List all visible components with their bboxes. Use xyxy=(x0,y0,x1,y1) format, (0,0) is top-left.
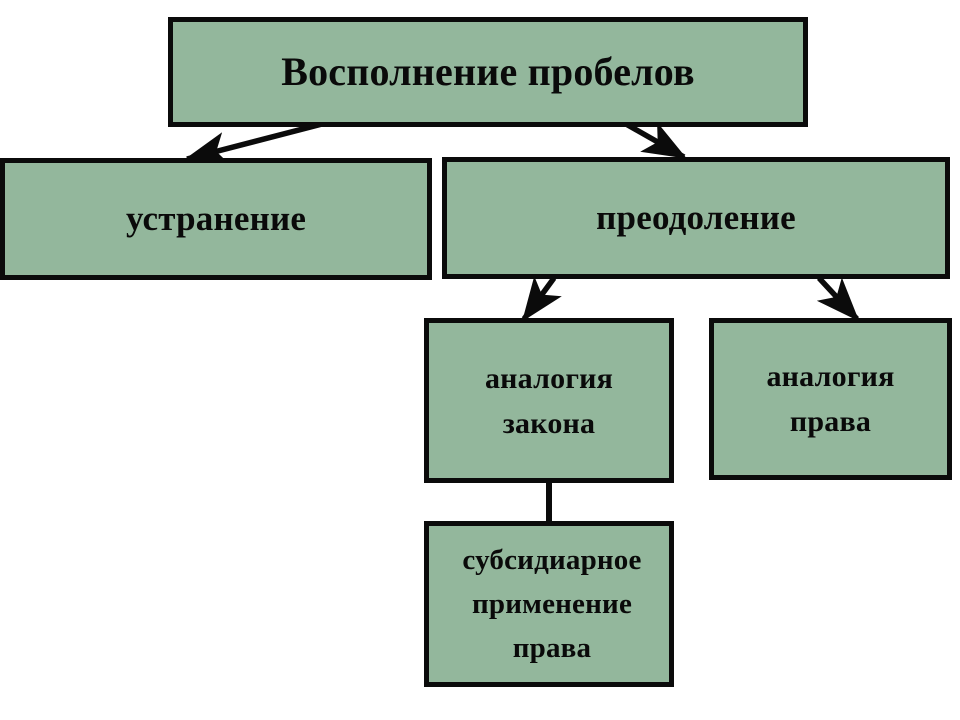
node-analogia-prava[interactable]: аналогия права xyxy=(709,318,952,480)
edge-root-to-ustranenie xyxy=(183,121,323,166)
edge-preodolenie-to-analogia-zakona xyxy=(521,276,562,322)
edge-root-to-preodolenie xyxy=(624,121,687,160)
node-label: аналогия права xyxy=(766,360,895,438)
node-label: Восполнение пробелов xyxy=(281,49,695,94)
node-label: субсидиарное применение права xyxy=(462,543,642,665)
node-preodolenie[interactable]: преодоление xyxy=(442,157,950,279)
node-ustranenie[interactable]: устранение xyxy=(0,158,432,280)
node-label: устранение xyxy=(125,198,307,238)
node-label: преодоление xyxy=(596,197,796,237)
node-label: аналогия закона xyxy=(484,361,614,440)
node-analogia-zakona[interactable]: аналогия закона xyxy=(424,318,674,483)
node-vospolnenie-probelov[interactable]: Восполнение пробелов xyxy=(168,17,808,127)
edge-preodolenie-to-analogia-prava xyxy=(816,276,860,322)
node-subsidiarnoe-primenenie-prava[interactable]: субсидиарное применение права xyxy=(424,521,674,687)
